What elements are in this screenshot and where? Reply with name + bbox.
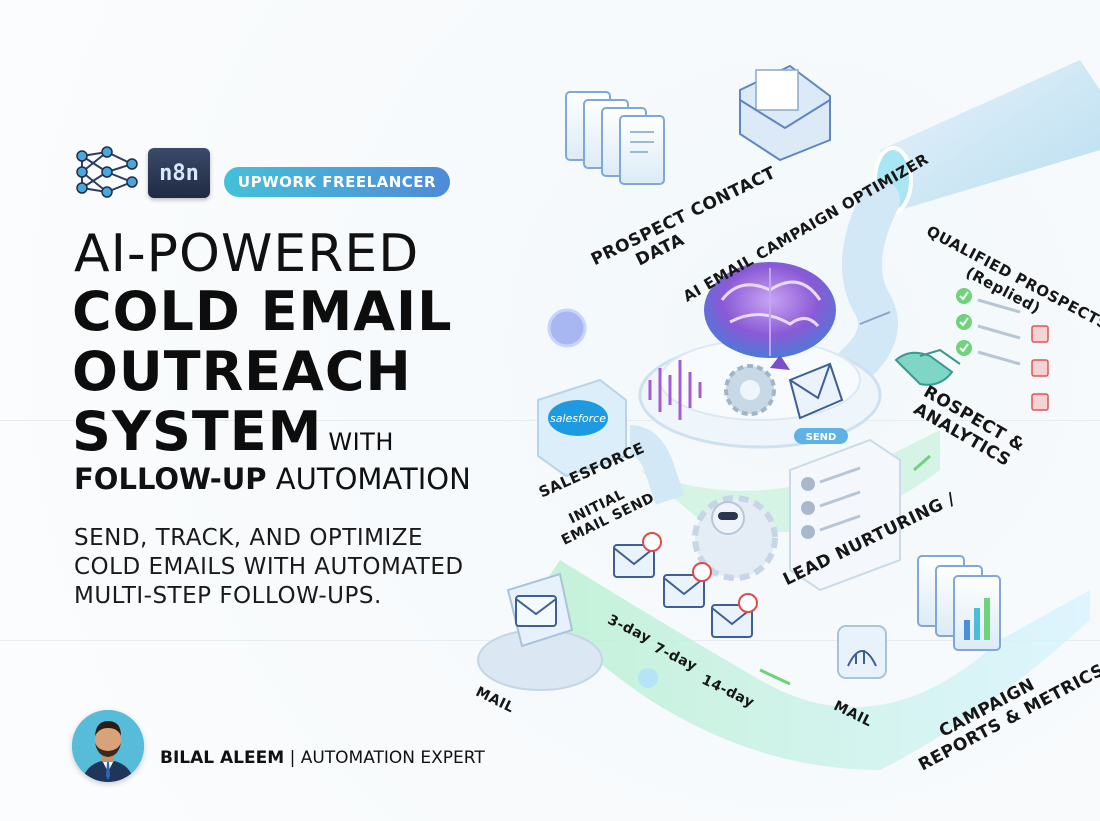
author-role: AUTOMATION EXPERT: [300, 748, 485, 768]
calendar-icon: [1031, 359, 1049, 377]
send-button-label: SEND: [806, 432, 837, 443]
upwork-freelancer-pill: UPWORK FREELANCER: [224, 167, 450, 197]
author-name: BILAL ALEEM: [160, 748, 285, 768]
title-line-2: COLD EMAIL: [72, 280, 453, 343]
salesforce-cube: [537, 378, 627, 478]
qualified-prospects-list: [956, 288, 1049, 411]
calendar-icon: [1031, 325, 1049, 343]
send-envelope-icon: [788, 362, 844, 420]
subtitle-line-3: MULTI-STEP FOLLOW-UPS.: [74, 583, 382, 609]
subtitle-line-2: COLD EMAILS WITH AUTOMATED: [74, 554, 464, 580]
title-automation-word: AUTOMATION: [275, 462, 471, 496]
title-followup-word: FOLLOW-UP: [74, 462, 267, 496]
n8n-badge: n8n: [148, 148, 210, 198]
mail-envelope-icon: [515, 595, 557, 627]
prospect-documents-icon: [565, 91, 665, 185]
follow-up-email-3day: [613, 532, 662, 578]
title-system-word: SYSTEM: [72, 400, 323, 463]
salesforce-cloud-logo: [548, 400, 608, 436]
follow-up-flow-band: [540, 560, 1090, 770]
title-line-5: FOLLOW-UP AUTOMATION: [74, 462, 471, 496]
mail-platform-left: [477, 572, 603, 691]
title-line-3: OUTREACH: [72, 340, 412, 403]
s-pipe: [820, 180, 900, 400]
send-button: [794, 428, 848, 444]
campaign-reports-icon: [917, 555, 1001, 651]
n8n-badge-label: n8n: [159, 160, 199, 186]
title-line-1: AI-POWERED: [74, 224, 420, 284]
hero-text-panel: n8n UPWORK FREELANCER AI-POWERED COLD EM…: [72, 146, 485, 782]
robot-gear-icon: [692, 495, 778, 581]
input-pipe: [880, 60, 1100, 210]
workflow-illustration: SEND salesforce: [477, 60, 1100, 770]
neural-network-icon: [76, 146, 138, 198]
follow-up-email-7day: [663, 562, 712, 608]
handshake-icon: [894, 348, 961, 386]
avatar: [72, 710, 144, 782]
title-with-word: WITH: [328, 428, 394, 456]
author-separator: |: [289, 748, 296, 768]
lead-list-panel: [789, 438, 901, 592]
salesforce-logo-text: salesforce: [550, 412, 606, 425]
pill-label: UPWORK FREELANCER: [237, 173, 437, 191]
mail-app-icon: [837, 625, 887, 679]
calendar-icon: [1031, 393, 1049, 411]
inbox-envelope-icon: [739, 64, 831, 162]
salesforce-pipe: [628, 425, 685, 505]
follow-up-email-14day: [711, 593, 758, 638]
decor-sphere: [547, 308, 587, 348]
subtitle-line-1: SEND, TRACK, AND OPTIMIZE: [74, 525, 424, 551]
subtitle: SEND, TRACK, AND OPTIMIZE COLD EMAILS WI…: [74, 524, 464, 611]
signal-waveform: [648, 360, 702, 420]
flow-arrow: [859, 311, 891, 325]
author-line: BILAL ALEEM | AUTOMATION EXPERT: [160, 748, 485, 768]
person-portrait-icon: [72, 710, 144, 782]
flow-arrow: [913, 454, 931, 472]
ai-brain-icon: [704, 262, 836, 370]
flow-arrow: [759, 668, 791, 686]
decor-sphere-small: [638, 668, 658, 688]
gear-icon: [724, 364, 776, 416]
